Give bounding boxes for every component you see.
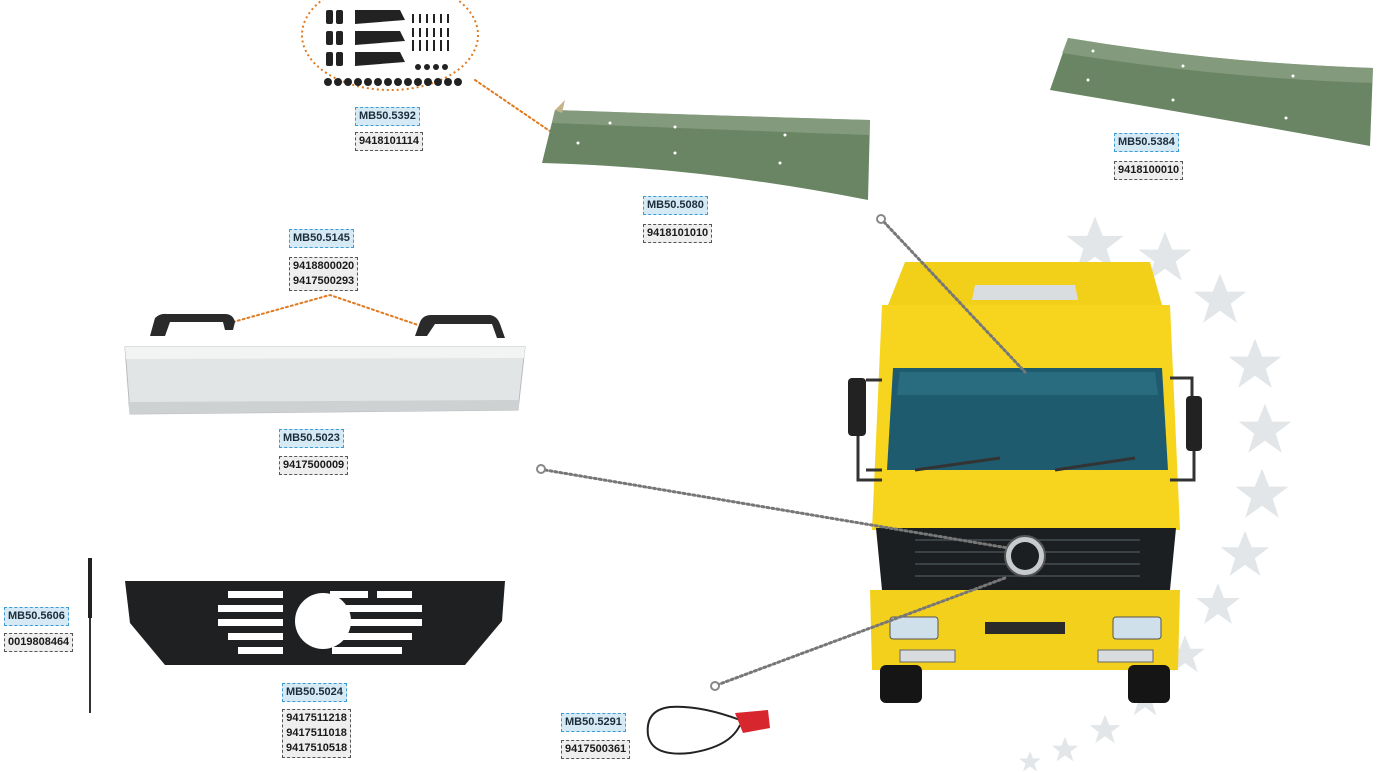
oem-number-cable[interactable]: 9417500361 xyxy=(561,740,631,759)
gas-spring-image xyxy=(88,558,92,713)
pointer-dot xyxy=(876,214,886,224)
kit-parts-image xyxy=(301,0,479,91)
part-code-kit[interactable]: MB50.5392 xyxy=(355,107,420,126)
pointer-dot xyxy=(710,681,720,691)
oem-number-visor-right[interactable]: 9418100010 xyxy=(1114,161,1184,180)
oem-number: 9417500361 xyxy=(565,743,627,755)
part-code-visor-center[interactable]: MB50.5080 xyxy=(643,196,708,215)
oem-number-panel[interactable]: 9417500009 xyxy=(279,456,349,475)
oem-number: 9418100010 xyxy=(1118,164,1180,176)
oem-number: 9417500293 xyxy=(293,275,355,287)
oem-numbers-handles[interactable]: 9418800020 9417500293 xyxy=(289,257,359,291)
oem-number-kit[interactable]: 9418101114 xyxy=(355,132,423,151)
oem-number: 9417510518 xyxy=(286,742,348,754)
oem-number: 9417500009 xyxy=(283,459,345,471)
sun-visor-right-image xyxy=(1050,38,1373,146)
release-cable-image xyxy=(646,705,770,755)
oem-number: 9418101010 xyxy=(647,227,709,239)
sun-visor-center-image xyxy=(542,100,870,200)
part-code-gas-spring[interactable]: MB50.5606 xyxy=(4,607,69,626)
oem-number: 9418101114 xyxy=(359,135,419,147)
part-code-grille[interactable]: MB50.5024 xyxy=(282,683,347,702)
oem-number: 9417511018 xyxy=(286,727,347,739)
oem-number-visor-center[interactable]: 9418101010 xyxy=(643,224,713,243)
oem-number-gas-spring[interactable]: 0019808464 xyxy=(4,633,74,652)
oem-number: 9418800020 xyxy=(293,260,355,272)
grab-handles-image xyxy=(150,313,505,338)
radiator-grille-image xyxy=(125,581,505,665)
part-code-visor-right[interactable]: MB50.5384 xyxy=(1114,133,1179,152)
part-code-panel[interactable]: MB50.5023 xyxy=(279,429,344,448)
pointer-dot xyxy=(536,464,546,474)
oem-numbers-grille[interactable]: 9417511218 9417511018 9417510518 xyxy=(282,709,352,758)
front-panel-image xyxy=(124,346,526,415)
part-code-cable[interactable]: MB50.5291 xyxy=(561,713,626,732)
part-code-handles[interactable]: MB50.5145 xyxy=(289,229,354,248)
oem-number: 9417511218 xyxy=(286,712,347,724)
oem-number: 0019808464 xyxy=(8,636,70,648)
